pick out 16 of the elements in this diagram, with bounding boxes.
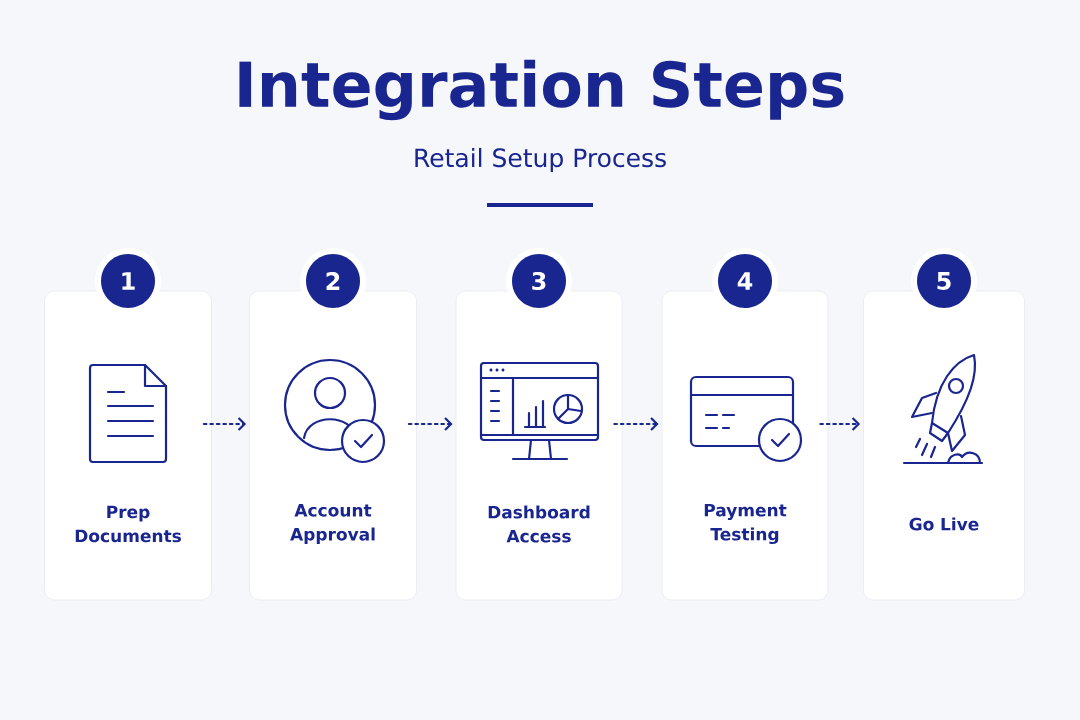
arrow (407, 417, 453, 431)
arrow (819, 417, 861, 431)
number-badge: 1 (95, 248, 161, 314)
arrow (202, 417, 247, 431)
step-card: Go Live (863, 290, 1025, 601)
step-card: Dashboard Access (455, 290, 623, 601)
number-badge: 3 (506, 248, 572, 314)
number-badge: 2 (300, 248, 366, 314)
step-card: Prep Documents (44, 290, 212, 601)
step-card: Account Approval (249, 290, 417, 601)
title: Integration Steps (239, 59, 844, 121)
subtitle: Retail Setup Process (415, 147, 666, 173)
number-badge: 4 (712, 248, 778, 314)
arrow (613, 417, 659, 431)
number-badge: 5 (911, 248, 977, 314)
step-card: Payment Testing (661, 290, 829, 601)
